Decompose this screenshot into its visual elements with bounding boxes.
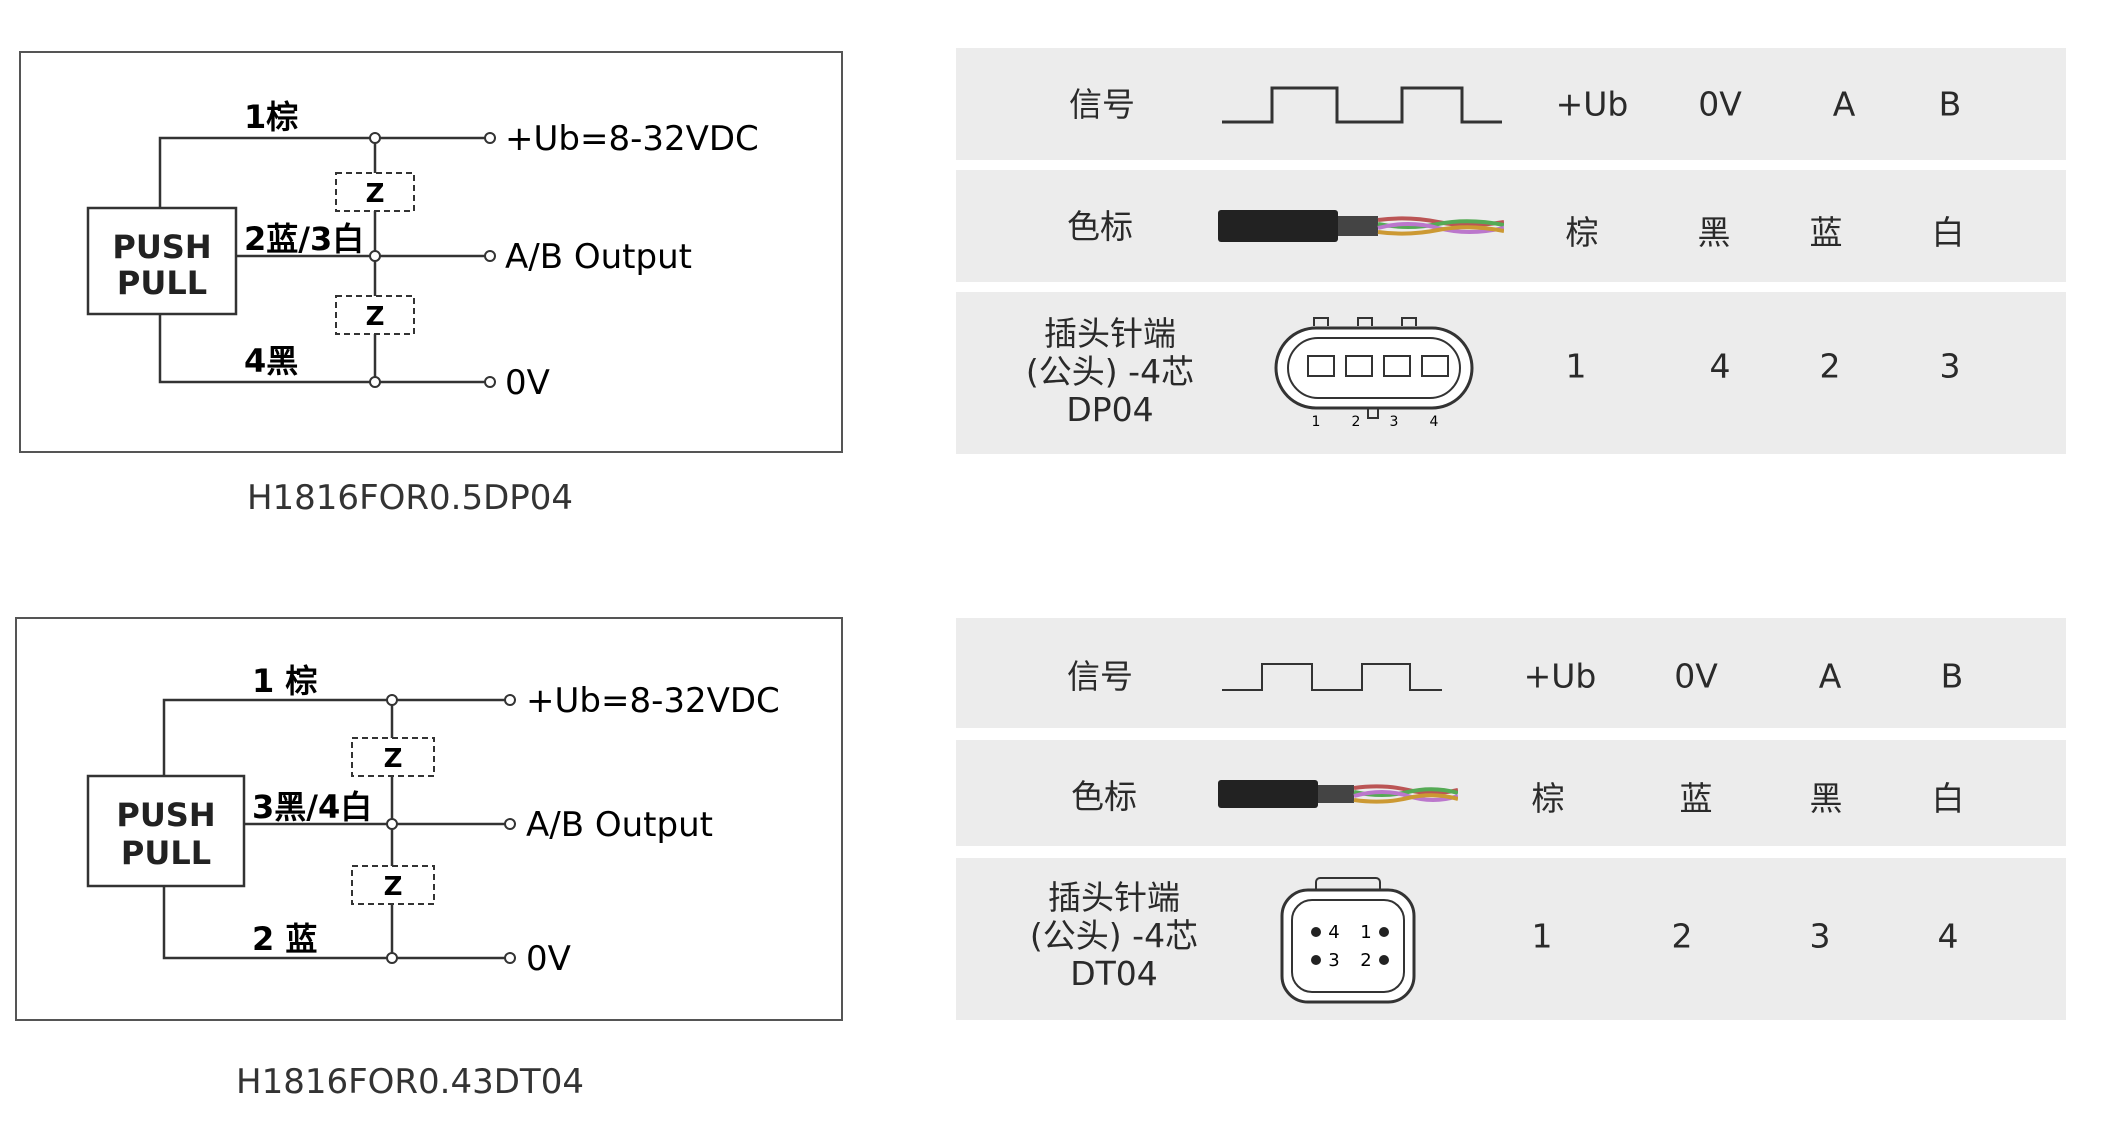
terminal-output: A/B Output: [526, 805, 713, 845]
diagram-frame: [19, 51, 843, 453]
signal-col-0v: 0V: [1698, 84, 1742, 124]
terminal-ground: 0V: [526, 939, 571, 979]
dp04-pin-mark-3: 3: [1390, 414, 1399, 430]
color-cell-4: 白: [1931, 779, 1965, 818]
pin-row: 插头针端 (公头) -4芯 DP04 1 2 3 4 1 4 2 3: [956, 292, 2066, 454]
terminal-supply: +Ub=8-32VDC: [526, 681, 780, 721]
square-wave-icon: [1222, 86, 1502, 124]
load-z-top-label: Z: [366, 179, 385, 209]
cable-icon: [1218, 210, 1504, 242]
wire-label-mid: 2蓝/3白: [244, 220, 364, 258]
terminal-supply: +Ub=8-32VDC: [505, 119, 759, 159]
color-cell-1: 棕: [1531, 779, 1565, 818]
dp04-connector-icon: 1 2 3 4: [1274, 317, 1474, 430]
load-z-bottom-label: Z: [384, 872, 403, 902]
color-row: 色标 棕 黑 蓝 白: [956, 170, 2066, 282]
load-z-top: [351, 737, 435, 777]
pin-cell-1: 1: [1565, 346, 1587, 386]
model-label: H1816FOR0.43DT04: [236, 1062, 584, 1102]
signal-col-0v: 0V: [1674, 656, 1718, 696]
signal-row: 信号 +Ub 0V A B: [956, 618, 2066, 728]
signal-row: 信号 +Ub 0V A B: [956, 48, 2066, 160]
load-z-bottom-label: Z: [366, 302, 385, 332]
color-cell-1: 棕: [1565, 213, 1599, 252]
signal-col-b: B: [1940, 656, 1964, 696]
color-cell-4: 白: [1931, 213, 1965, 252]
signal-col-ub: +Ub: [1555, 84, 1629, 124]
pull-text: PULL: [117, 264, 207, 302]
color-cell-2: 蓝: [1679, 779, 1713, 818]
dt04-pin-mark-4: 4: [1328, 922, 1339, 943]
dp04-pin-mark-1: 1: [1312, 414, 1321, 430]
push-text: PUSH: [112, 228, 211, 266]
load-z-top-label: Z: [384, 744, 403, 774]
wiring-diagram-dp04: PUSH PULL Z Z 1棕 2蓝/3白 4黑 +Ub=8-32VDC A/…: [19, 51, 843, 453]
signal-row-label: 信号: [1067, 657, 1133, 696]
wiring-diagram-dt04: PUSH PULL Z Z 1 棕 3黑/4白 2 蓝 +Ub=8-32VDC …: [15, 617, 843, 1021]
signal-col-a: A: [1832, 84, 1856, 124]
wire-label-mid: 3黑/4白: [252, 788, 372, 826]
color-cell-3: 黑: [1809, 779, 1843, 818]
signal-col-a: A: [1818, 656, 1842, 696]
pin-cell-2: 2: [1671, 916, 1693, 956]
pin-cell-2: 4: [1709, 346, 1731, 386]
color-row-label: 色标: [1071, 777, 1137, 816]
wire-label-bottom: 4黑: [244, 342, 298, 380]
signal-row-label: 信号: [1069, 85, 1135, 124]
pin-row-label: 插头针端 (公头) -4芯 DP04: [1025, 314, 1195, 429]
pin-cell-4: 3: [1939, 346, 1961, 386]
wire-label-top: 1棕: [244, 98, 298, 136]
model-label: H1816FOR0.5DP04: [246, 478, 574, 518]
square-wave-icon: [1222, 663, 1442, 691]
signal-col-b: B: [1938, 84, 1962, 124]
pin-cell-3: 2: [1819, 346, 1841, 386]
signal-col-ub: +Ub: [1523, 656, 1597, 696]
pin-cell-3: 3: [1809, 916, 1831, 956]
terminal-ground: 0V: [505, 363, 550, 403]
load-z-bottom: [335, 295, 415, 335]
dt04-connector-icon: 4 1 3 2: [1280, 877, 1416, 1004]
push-text: PUSH: [116, 796, 215, 834]
push-pull-box: [86, 774, 246, 888]
load-z-bottom: [351, 865, 435, 905]
dt04-pin-mark-2: 2: [1360, 950, 1371, 971]
color-row-label: 色标: [1067, 207, 1133, 246]
diagram-frame: [15, 617, 843, 1021]
pin-cell-1: 1: [1531, 916, 1553, 956]
wire-label-top: 1 棕: [252, 662, 317, 700]
push-pull-box: [86, 206, 238, 316]
wire-label-bottom: 2 蓝: [252, 920, 317, 958]
load-z-top: [335, 172, 415, 212]
color-cell-3: 蓝: [1809, 213, 1843, 252]
cable-icon: [1218, 780, 1458, 808]
dp04-pin-mark-4: 4: [1430, 414, 1439, 430]
dt04-pin-mark-1: 1: [1360, 922, 1371, 943]
terminal-output: A/B Output: [505, 237, 692, 277]
dt04-pin-mark-3: 3: [1328, 950, 1339, 971]
dp04-pin-mark-2: 2: [1352, 414, 1361, 430]
pin-cell-4: 4: [1937, 916, 1959, 956]
pull-text: PULL: [121, 834, 211, 872]
pin-row: 插头针端 (公头) -4芯 DT04 4 1 3 2 1 2 3 4: [956, 858, 2066, 1020]
pin-row-label: 插头针端 (公头) -4芯 DT04: [1029, 878, 1199, 993]
color-row: 色标 棕 蓝 黑 白: [956, 740, 2066, 846]
color-cell-2: 黑: [1697, 213, 1731, 252]
